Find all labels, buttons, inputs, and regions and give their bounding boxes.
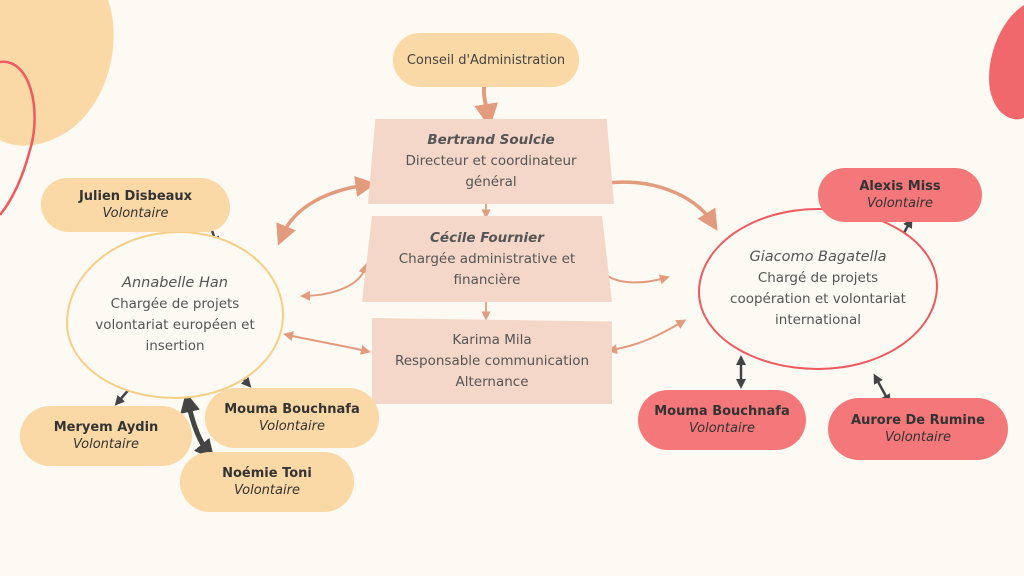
volunteer-name: Mouma Bouchnafa	[224, 402, 360, 417]
volunteer-name: Meryem Aydin	[53, 420, 159, 435]
volunteer-name: Mouma Bouchnafa	[654, 404, 790, 419]
left-manager-role-line1: Chargée de projets	[110, 296, 240, 312]
right-manager-role-line2: coopération et volontariat	[730, 291, 906, 307]
arrow-communication-left-manager	[283, 331, 371, 355]
volunteer-name: Aurore De Rumine	[851, 413, 985, 428]
volunteer-name: Alexis Miss	[859, 179, 941, 194]
director-role-line1: Directeur et coordinateur	[405, 153, 577, 169]
right-manager-circle: Giacomo Bagatella Chargé de projets coop…	[698, 208, 938, 370]
arrow-admin-right-manager	[597, 263, 670, 285]
right-manager-name: Giacomo Bagatella	[749, 249, 887, 265]
arrow-left-noemie	[180, 392, 215, 460]
admin-role-line2: financière	[453, 271, 521, 288]
volunteer-role: Volontaire	[689, 421, 755, 436]
left-manager-role-line2: volontariat européen et	[95, 317, 255, 333]
left-manager-name: Annabelle Han	[122, 275, 228, 291]
volunteer-role: Volontaire	[259, 419, 325, 434]
volunteer-aurore: Aurore De Rumine Volontaire	[828, 398, 1008, 460]
volunteer-name: Julien Disbeaux	[78, 189, 193, 204]
arrow-board-director	[474, 81, 499, 128]
director-role-line2: général	[465, 174, 517, 190]
admin-card: Cécile Fournier Chargée administrative e…	[362, 216, 612, 302]
arrow-director-right-manager	[589, 171, 718, 231]
director-card: Bertrand Soulcie Directeur et coordinate…	[368, 119, 614, 204]
volunteer-role: Volontaire	[885, 430, 951, 445]
corner-blob-right	[989, 5, 1024, 120]
volunteer-alexis: Alexis Miss Volontaire	[818, 168, 982, 222]
right-manager-role-line3: international	[775, 312, 861, 328]
volunteer-role: Volontaire	[234, 483, 300, 498]
volunteer-mouma-left: Mouma Bouchnafa Volontaire	[205, 388, 379, 448]
right-manager-role-line1: Chargé de projets	[757, 270, 879, 286]
volunteer-noemie: Noémie Toni Volontaire	[180, 452, 354, 512]
arrow-right-aurore	[873, 373, 891, 405]
board-node: Conseil d'Administration	[393, 33, 579, 87]
arrow-director-left-manager	[276, 176, 377, 246]
left-manager-circle: Annabelle Han Chargée de projets volonta…	[66, 231, 284, 399]
arrow-admin-left-manager	[300, 263, 369, 301]
board-label: Conseil d'Administration	[406, 52, 566, 68]
corner-curve-left	[0, 60, 36, 216]
volunteer-mouma-right: Mouma Bouchnafa Volontaire	[638, 390, 806, 450]
arrow-communication-right-manager	[607, 319, 687, 355]
volunteer-role: Volontaire	[102, 206, 169, 221]
volunteer-role: Volontaire	[73, 437, 139, 452]
admin-role-line1: Chargée administrative et	[398, 250, 576, 267]
corner-blob-left	[0, 0, 114, 146]
communication-role-line2: Alternance	[455, 373, 529, 390]
communication-name: Karima Mila	[452, 331, 532, 348]
director-name: Bertrand Soulcie	[427, 132, 555, 148]
admin-name: Cécile Fournier	[430, 229, 544, 246]
volunteer-name: Noémie Toni	[222, 466, 312, 481]
volunteer-julien: Julien Disbeaux Volontaire	[41, 178, 230, 232]
volunteer-meryem: Meryem Aydin Volontaire	[20, 406, 192, 466]
volunteer-role: Volontaire	[867, 196, 933, 211]
communication-card: Karima Mila Responsable communication Al…	[372, 318, 612, 404]
left-manager-role-line3: insertion	[145, 338, 205, 354]
communication-role-line1: Responsable communication	[394, 352, 590, 369]
